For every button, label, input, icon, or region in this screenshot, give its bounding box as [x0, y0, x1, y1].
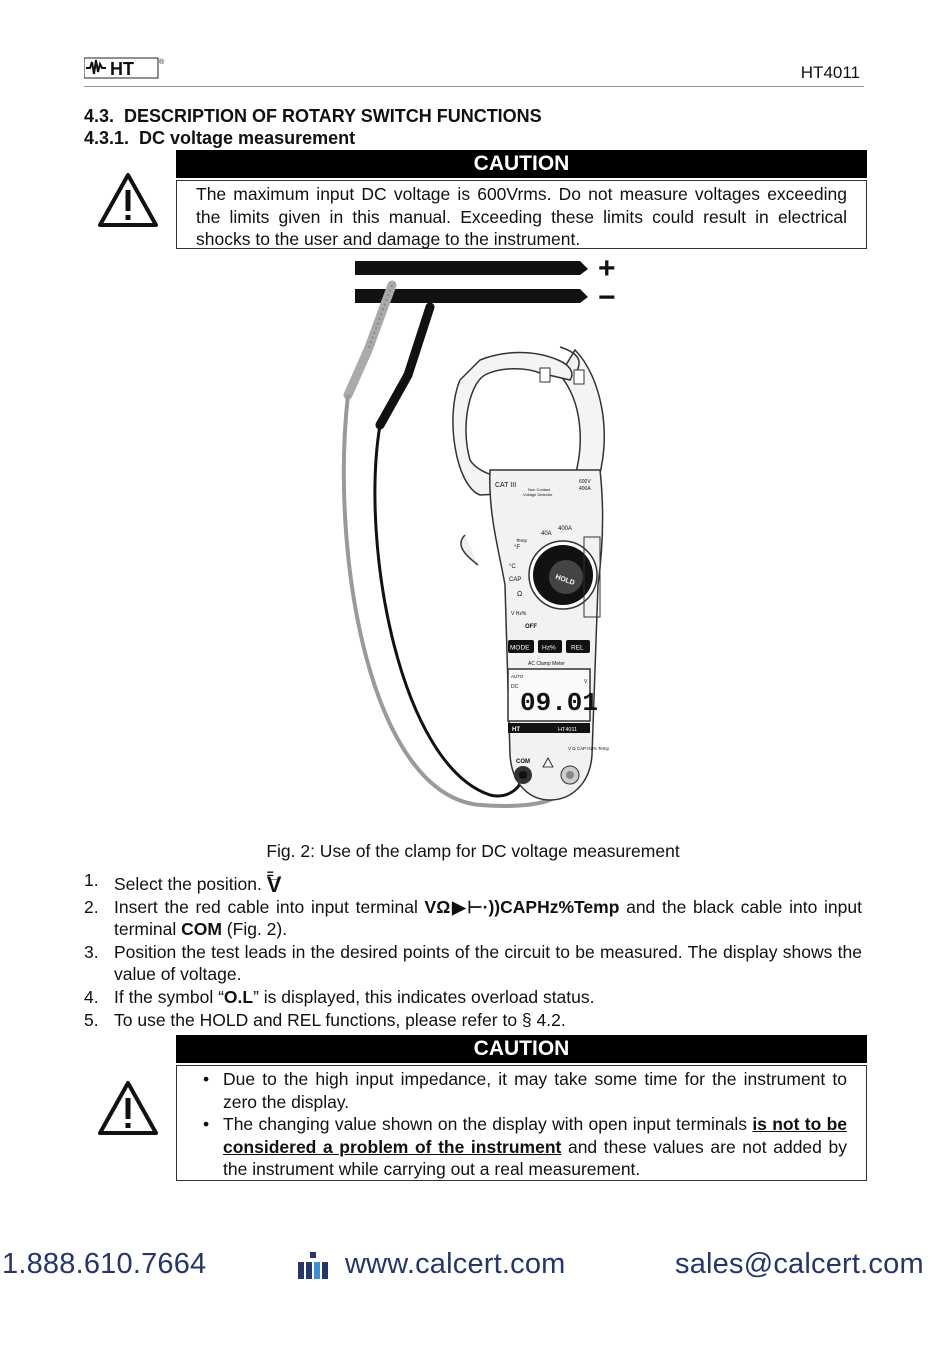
caution-bullet: •The changing value shown on the display…	[203, 1114, 847, 1179]
red-probe	[343, 280, 397, 400]
warning-triangle-icon	[97, 172, 159, 228]
rating-amps: 400A	[579, 486, 591, 492]
caution-header: CAUTION	[176, 150, 867, 178]
step-4: 4. If the symbol “O.L” is displayed, thi…	[84, 986, 595, 1007]
ncv-label: Non Contact	[528, 487, 551, 492]
logo-text: HT	[110, 59, 134, 79]
svg-text:OFF: OFF	[525, 624, 537, 630]
svg-text:CAP: CAP	[509, 577, 521, 583]
svg-text:400A: 400A	[558, 526, 572, 532]
positive-bus-bar	[355, 261, 588, 275]
svg-text:°F: °F	[514, 545, 520, 551]
cat-rating: CAT III	[495, 482, 516, 489]
black-probe	[375, 302, 435, 430]
footer-email[interactable]: sales@calcert.com	[675, 1248, 924, 1280]
model-number: HT4011	[800, 63, 860, 82]
plus-sign: +	[598, 255, 616, 285]
ht-logo: HT ®	[83, 54, 166, 80]
dc-voltage-symbol: =̲ ̲V	[266, 867, 282, 897]
lcd-reading: 09.01	[520, 688, 598, 718]
svg-text:V Hz%: V Hz%	[511, 611, 527, 617]
figure-caption: Fig. 2: Use of the clamp for DC voltage …	[266, 841, 680, 861]
rel-button: REL	[571, 645, 584, 652]
calcert-logo-icon	[298, 1252, 334, 1282]
svg-text:HT4011: HT4011	[558, 727, 577, 733]
caution-bullet: •Due to the high input impedance, it may…	[203, 1069, 847, 1112]
svg-text:40A: 40A	[541, 531, 552, 537]
clamp-meter-figure: + − CAT III Non Contact Voltage Detector…	[330, 252, 630, 835]
svg-text:HT: HT	[512, 727, 520, 733]
com-terminal-label: COM	[516, 759, 530, 765]
minus-sign: −	[598, 281, 616, 314]
svg-text:DC: DC	[511, 684, 519, 690]
caution-text: The maximum input DC voltage is 600Vrms.…	[176, 180, 867, 249]
negative-bus-bar	[355, 289, 588, 303]
section-title: 4.3. DESCRIPTION OF ROTARY SWITCH FUNCTI…	[84, 106, 542, 126]
step-3: 3. Position the test leads in the desire…	[84, 941, 862, 985]
svg-text:AUTO: AUTO	[511, 674, 524, 679]
svg-text:Ω: Ω	[517, 591, 522, 598]
step-1: 1. Select the position. =̲ ̲V	[84, 867, 282, 897]
v-terminal-label: V Ω CAP Hz% Temp	[568, 746, 609, 751]
black-cable	[373, 424, 525, 798]
svg-text:Voltage Detector: Voltage Detector	[523, 492, 553, 497]
footer-website[interactable]: www.calcert.com	[345, 1248, 566, 1280]
rating-volts: 600V	[579, 479, 591, 485]
step-2: 2. Insert the red cable into input termi…	[84, 896, 862, 940]
svg-text:V: V	[584, 679, 588, 685]
step-5: 5. To use the HOLD and REL functions, pl…	[84, 1009, 566, 1030]
subsection-title: 4.3.1. DC voltage measurement	[84, 128, 356, 148]
mode-button: MODE	[510, 645, 530, 652]
procedure-steps: 1. Select the position. =̲ ̲V 2. Insert …	[84, 867, 862, 1031]
registered-mark: ®	[159, 58, 165, 66]
svg-text:°C: °C	[509, 564, 516, 570]
caution-bullets: •Due to the high input impedance, it may…	[176, 1065, 867, 1181]
svg-text:AC Clamp Meter: AC Clamp Meter	[528, 661, 565, 667]
hz-button: Hz%	[542, 645, 556, 652]
svg-text:Temp: Temp	[516, 538, 528, 543]
footer-phone: 1.888.610.7664	[2, 1248, 207, 1280]
warning-triangle-icon	[97, 1080, 159, 1136]
caution-header: CAUTION	[176, 1035, 867, 1063]
header-divider	[84, 86, 864, 87]
